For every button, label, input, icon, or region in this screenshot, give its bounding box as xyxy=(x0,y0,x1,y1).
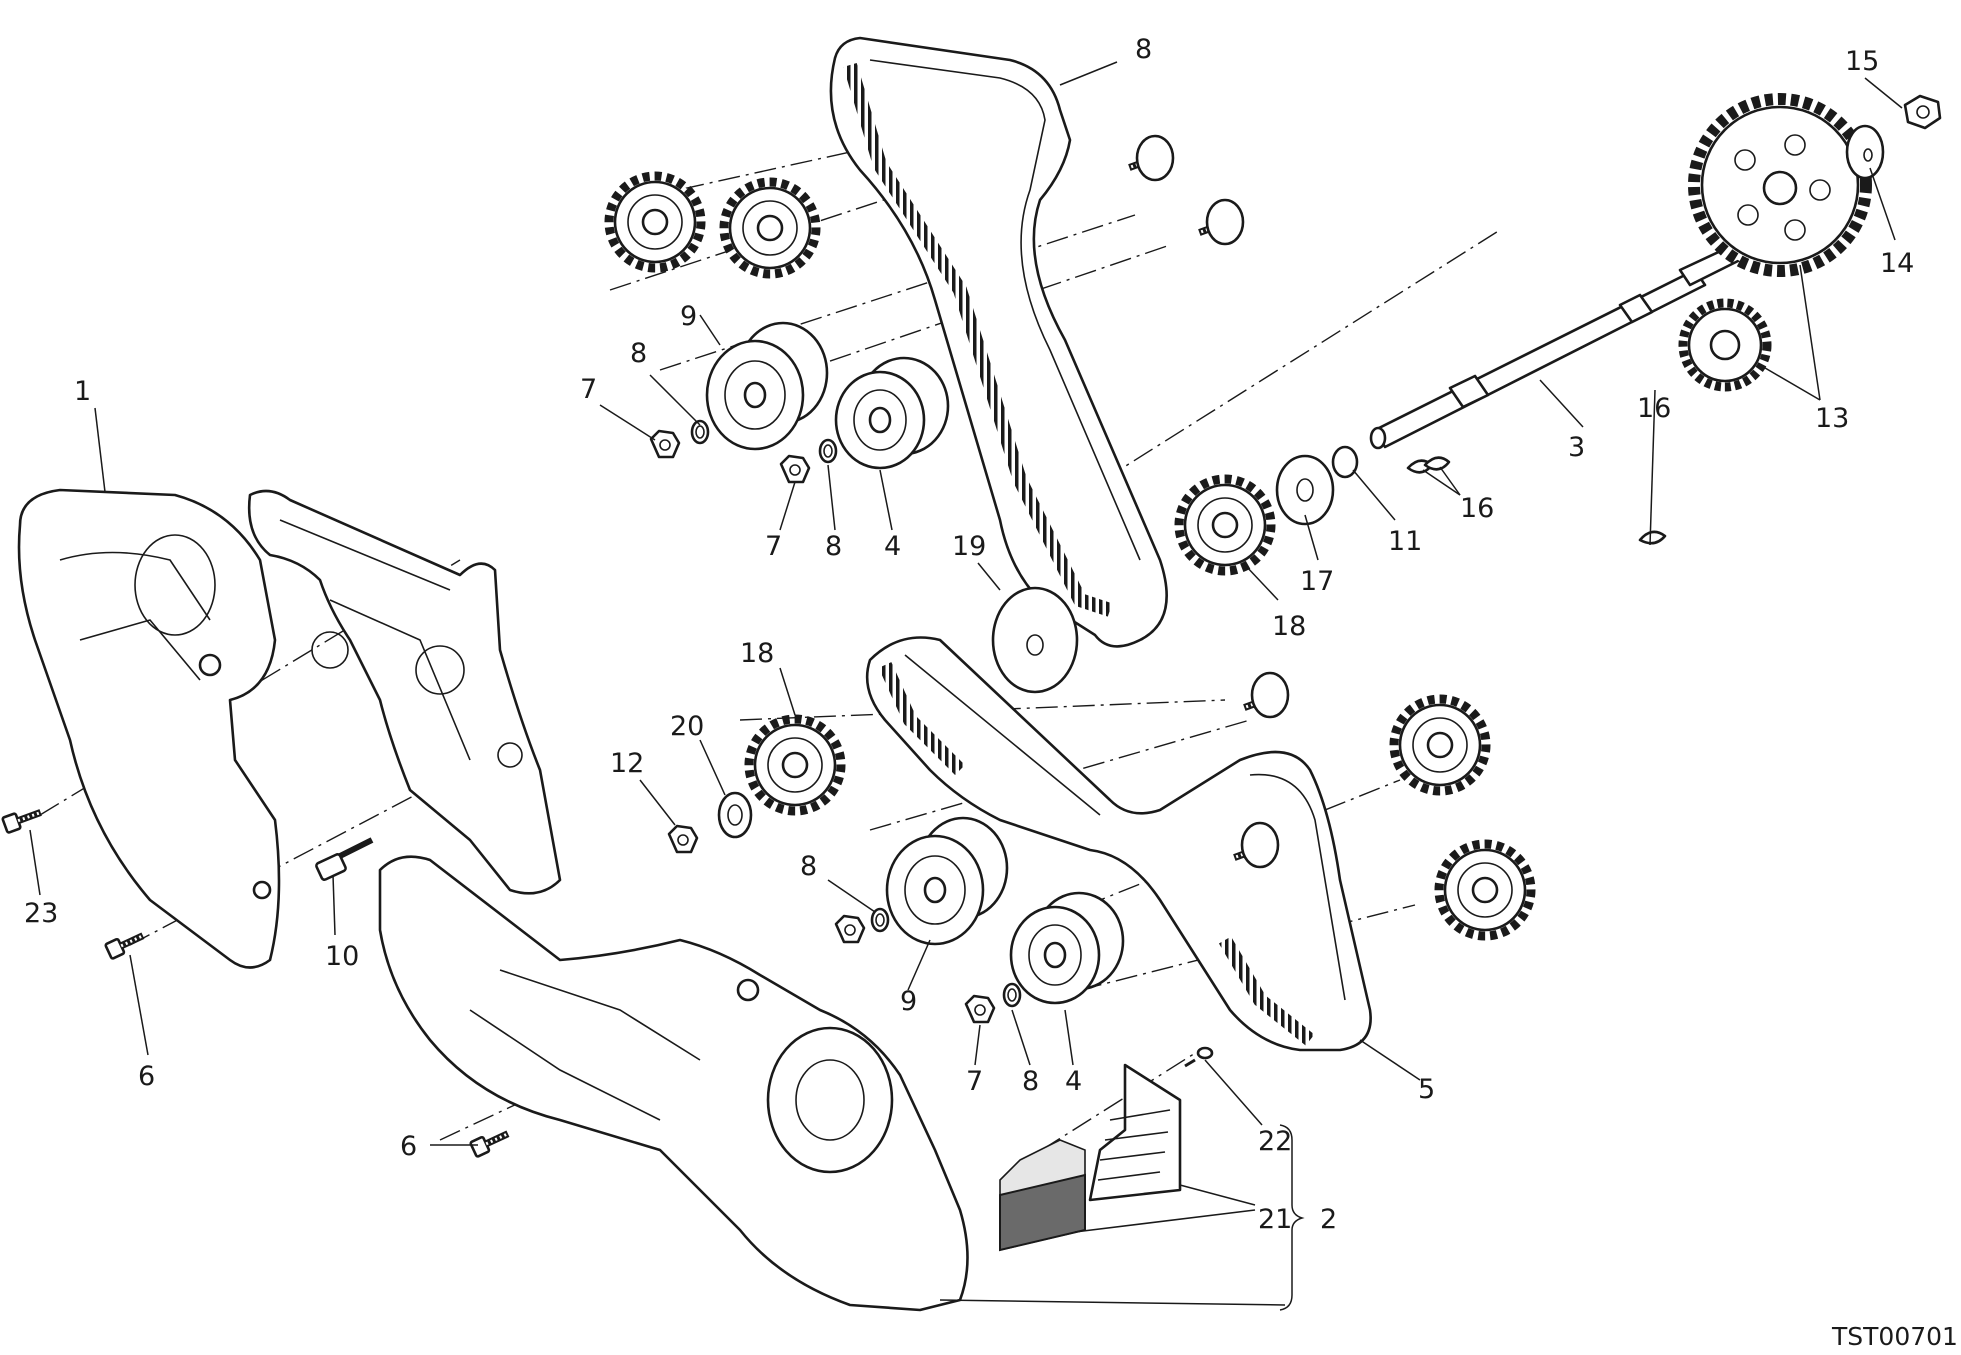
callout-20: 20 xyxy=(670,711,704,742)
cover-2-lower xyxy=(378,855,969,1312)
washer-8-d xyxy=(1002,982,1022,1008)
filter-block-21 xyxy=(999,1139,1086,1252)
callout-8-a: 8 xyxy=(630,338,647,369)
tensioner-4-upper xyxy=(834,356,950,470)
washer-17 xyxy=(1275,454,1335,526)
callout-18-upper: 18 xyxy=(1272,611,1306,642)
nut-7-d xyxy=(964,994,996,1024)
sprocket-upper-1 xyxy=(609,176,701,268)
idler-pulley-9-lower xyxy=(885,816,1009,946)
callout-13: 13 xyxy=(1815,403,1849,434)
screw-6-b xyxy=(470,1126,511,1157)
gear-13-large xyxy=(1688,93,1872,277)
callout-9-lower: 9 xyxy=(900,986,917,1017)
washer-8-b xyxy=(818,438,838,464)
callout-7-a: 7 xyxy=(580,374,597,405)
callout-4-upper: 4 xyxy=(884,531,901,562)
leader-lines xyxy=(29,61,1903,1311)
callout-16-b: 16 xyxy=(1460,493,1494,524)
drawing-code: TST00701 xyxy=(1831,1322,1958,1351)
callout-7-c: 7 xyxy=(966,1066,983,1097)
callout-8-c: 8 xyxy=(800,851,817,882)
gear-13-small xyxy=(1678,298,1772,392)
screw-22 xyxy=(1184,1046,1214,1068)
callout-19: 19 xyxy=(952,531,986,562)
callout-17: 17 xyxy=(1300,566,1334,597)
callout-3: 3 xyxy=(1568,432,1585,463)
callout-5-upper: 8 xyxy=(1135,34,1152,65)
timing-belt-upper xyxy=(829,36,1168,648)
callout-4-lower: 4 xyxy=(1065,1066,1082,1097)
sprocket-18-lower xyxy=(749,719,841,811)
nut-12 xyxy=(667,824,699,854)
callout-11: 11 xyxy=(1388,526,1422,557)
callout-8-b: 8 xyxy=(825,531,842,562)
nut-15 xyxy=(1903,94,1942,130)
screw-23 xyxy=(2,805,43,833)
idler-pins xyxy=(1127,134,1290,867)
callout-6-b: 6 xyxy=(400,1131,417,1162)
nut-7-c xyxy=(834,914,866,944)
spacer-20 xyxy=(717,791,753,839)
callout-22: 22 xyxy=(1258,1126,1292,1157)
screw-6-a xyxy=(105,928,146,959)
washer-19 xyxy=(991,586,1079,694)
idler-pulley-9-upper xyxy=(705,321,829,451)
callout-7-b: 7 xyxy=(765,531,782,562)
callout-1: 1 xyxy=(74,376,91,407)
belt-guard-21 xyxy=(1088,1063,1182,1202)
cover-1-outer xyxy=(17,488,281,969)
callout-15: 15 xyxy=(1845,46,1879,77)
callout-8-d: 8 xyxy=(1022,1066,1039,1097)
callout-6-a: 6 xyxy=(138,1061,155,1092)
callout-labels: 8 15 14 3 13 16 16 11 17 18 19 9 8 7 7 8… xyxy=(24,34,1914,1235)
sprocket-lower-right-1 xyxy=(1394,699,1486,791)
callout-2: 2 xyxy=(1320,1204,1337,1235)
callout-23: 23 xyxy=(24,898,58,929)
callout-18-lower: 18 xyxy=(740,638,774,669)
tensioner-4-lower xyxy=(1009,891,1125,1005)
callout-12: 12 xyxy=(610,748,644,779)
callout-5-lower: 5 xyxy=(1418,1074,1435,1105)
keys-16 xyxy=(1406,456,1667,545)
callout-9-upper: 9 xyxy=(680,301,697,332)
circlip-11 xyxy=(1331,445,1359,479)
callout-16-a: 16 xyxy=(1637,393,1671,424)
callout-10: 10 xyxy=(325,941,359,972)
back-plate xyxy=(247,489,562,895)
sprocket-upper-2 xyxy=(724,182,816,274)
callout-21: 21 xyxy=(1258,1204,1292,1235)
callout-14: 14 xyxy=(1880,248,1914,279)
sprocket-18-upper xyxy=(1179,479,1271,571)
timing-belt-lower xyxy=(865,636,1372,1052)
nut-7-a xyxy=(649,429,681,459)
sprocket-lower-right-2 xyxy=(1439,844,1531,936)
screw-10 xyxy=(315,837,374,881)
washer-14 xyxy=(1845,124,1885,180)
nut-7-b xyxy=(779,454,811,484)
